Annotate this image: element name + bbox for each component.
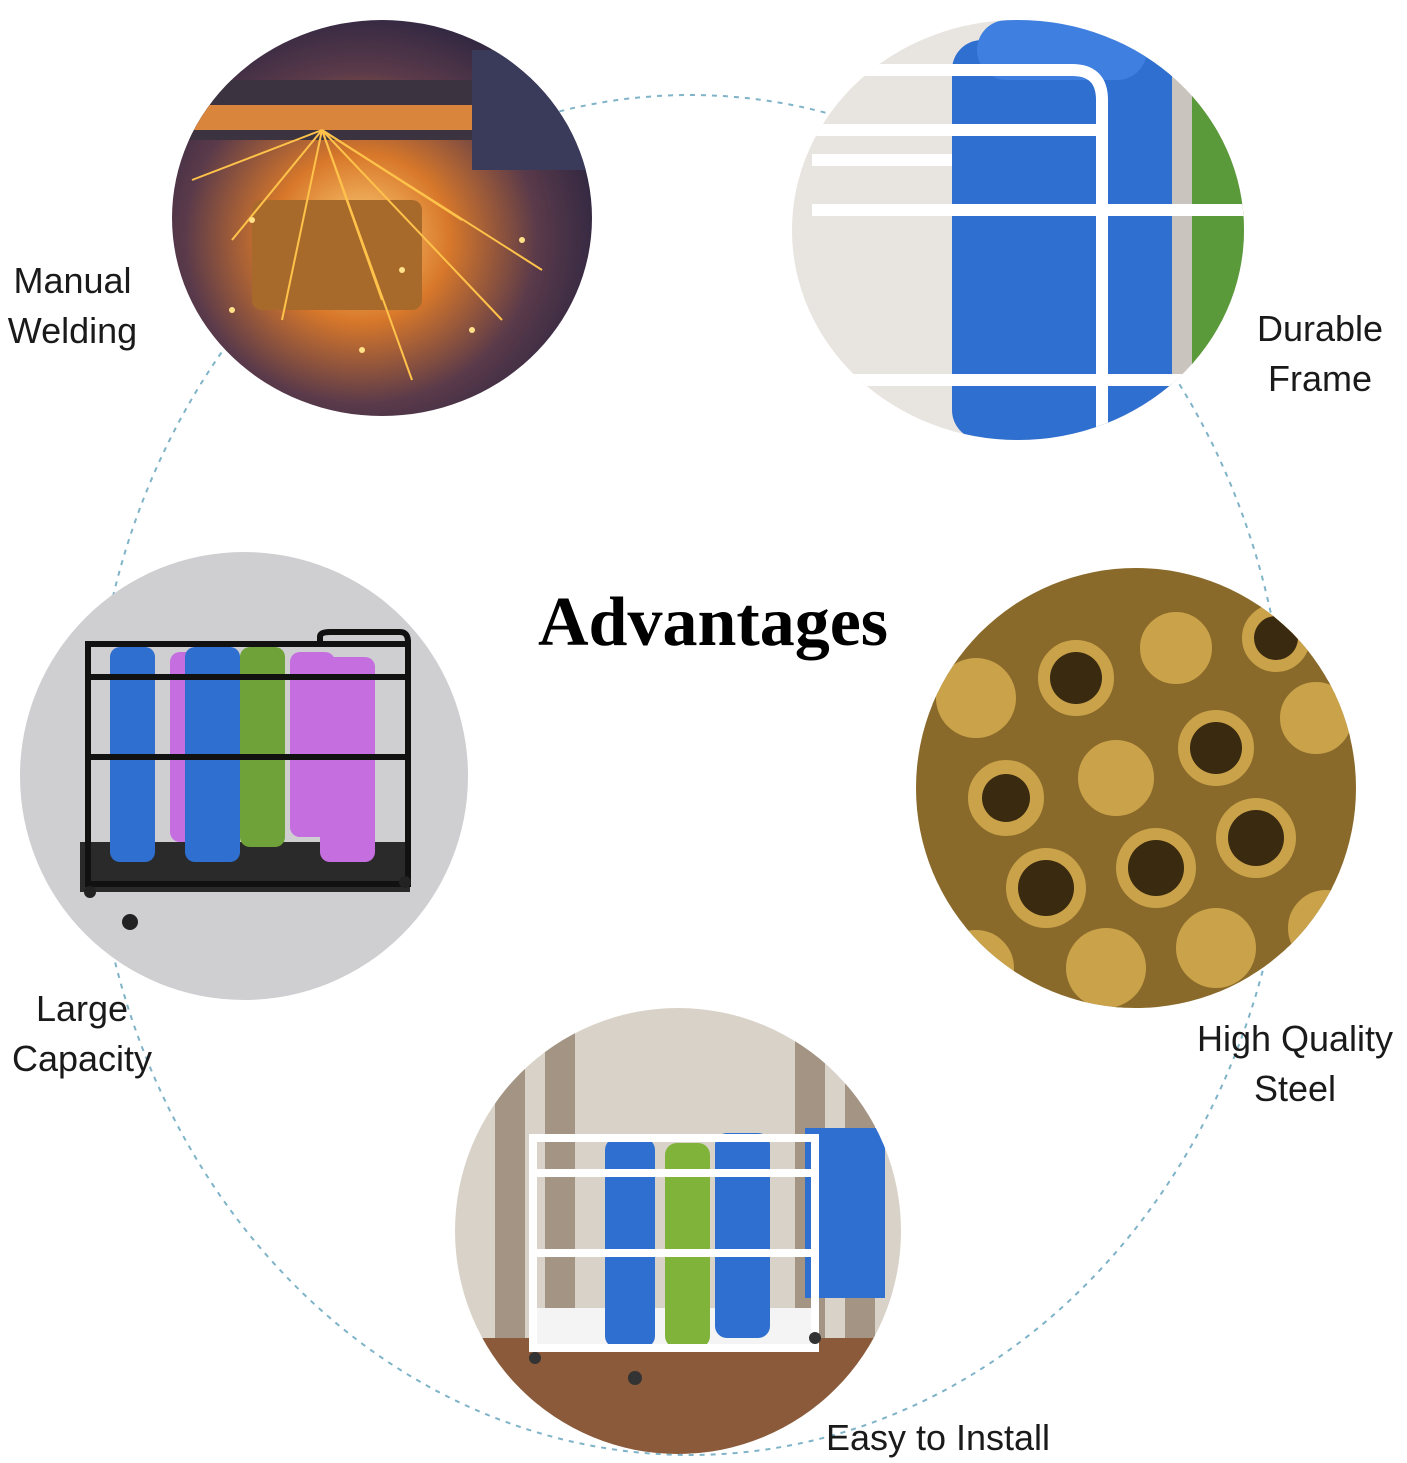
page-title: Advantages [537, 584, 889, 661]
black-mat-cart-photo [20, 552, 468, 1000]
feature-label-easy-to-install: Easy to Install [825, 1417, 1051, 1458]
white-mat-cart-room-photo [455, 1008, 901, 1454]
feature-label-large-capacity: Large Capacity [11, 988, 153, 1079]
welding-sparks-photo [172, 20, 592, 416]
feature-label-durable-frame: Durable Frame [1256, 308, 1384, 399]
white-frame-blue-mat-photo [792, 20, 1244, 440]
feature-label-manual-welding: Manual Welding [7, 260, 138, 351]
feature-label-high-quality-steel: High Quality Steel [1196, 1018, 1394, 1109]
